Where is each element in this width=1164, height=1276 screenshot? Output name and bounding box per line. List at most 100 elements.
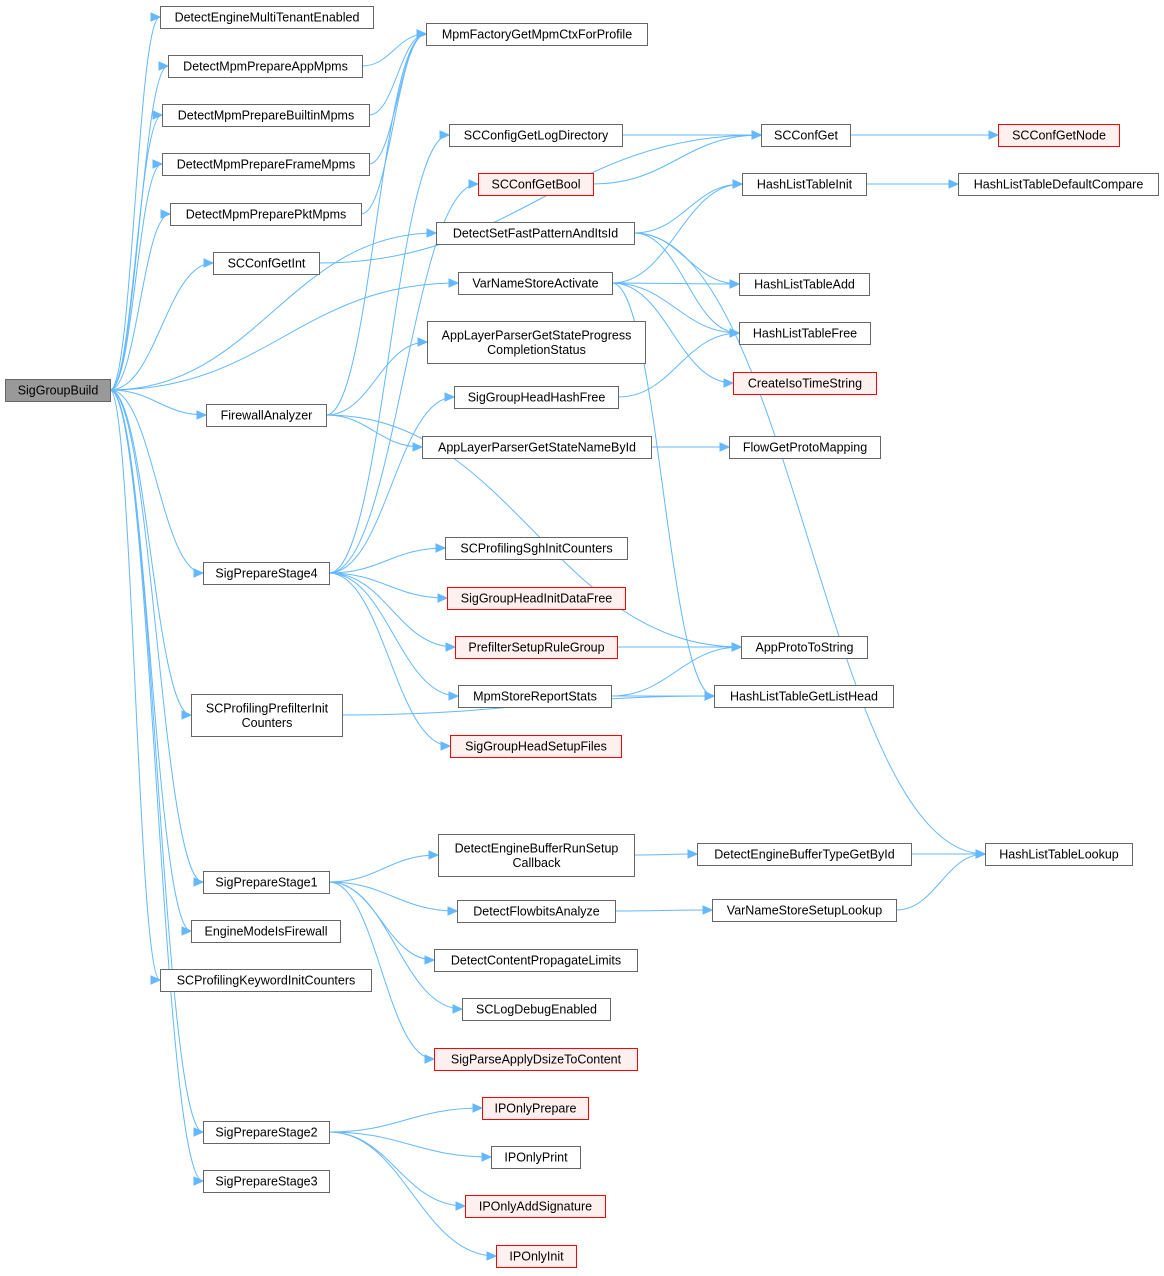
node-label: SCProfilingSghInitCounters bbox=[460, 542, 612, 556]
node-spadc[interactable]: SigParseApplyDsizeToContent bbox=[434, 1048, 638, 1071]
arrowhead-sgb-to-fwa bbox=[196, 410, 208, 420]
node-vnsa[interactable]: VarNameStoreActivate bbox=[458, 272, 613, 295]
edge-sps4-to-sghsf bbox=[328, 572, 451, 747]
node-sps1[interactable]: SigPrepareStage1 bbox=[203, 871, 330, 894]
node-demte[interactable]: DetectEngineMultiTenantEnabled bbox=[160, 6, 374, 29]
node-box bbox=[482, 1097, 589, 1120]
node-box bbox=[426, 23, 648, 46]
node-hlti[interactable]: HashListTableInit bbox=[742, 173, 867, 196]
node-label: DetectEngineBufferRunSetup bbox=[455, 841, 619, 855]
node-sps3[interactable]: SigPrepareStage3 bbox=[203, 1170, 330, 1193]
edge-sgb-to-sps4 bbox=[109, 389, 204, 574]
edge-sps2-to-iopr bbox=[328, 1131, 492, 1158]
node-box bbox=[491, 1146, 581, 1169]
node-box bbox=[203, 871, 330, 894]
node-dmpb[interactable]: DetectMpmPrepareBuiltinMpms bbox=[162, 104, 370, 127]
node-fwa[interactable]: FirewallAnalyzer bbox=[206, 404, 327, 427]
node-apts[interactable]: AppProtoToString bbox=[741, 636, 868, 659]
node-hltdc[interactable]: HashListTableDefaultCompare bbox=[958, 173, 1159, 196]
node-msrs[interactable]: MpmStoreReportStats bbox=[458, 685, 612, 708]
node-cits[interactable]: CreateIsoTimeString bbox=[733, 372, 877, 395]
edge-dsfp-to-hlti bbox=[633, 183, 743, 234]
node-label: Counters bbox=[242, 716, 293, 730]
node-hltl[interactable]: HashListTableLookup bbox=[985, 843, 1133, 866]
node-box bbox=[458, 685, 612, 708]
node-label: MpmFactoryGetMpmCtxForProfile bbox=[442, 28, 632, 42]
node-hltglh[interactable]: HashListTableGetListHead bbox=[714, 685, 894, 708]
edge-msrs-to-apts bbox=[610, 646, 742, 697]
node-box bbox=[206, 404, 327, 427]
node-emif[interactable]: EngineModeIsFirewall bbox=[191, 920, 341, 943]
node-label: CompletionStatus bbox=[487, 343, 586, 357]
edge-sgb-to-emif bbox=[109, 389, 192, 932]
node-box bbox=[454, 386, 619, 409]
node-scg[interactable]: SCConfGet bbox=[761, 124, 851, 147]
node-dfa[interactable]: DetectFlowbitsAnalyze bbox=[457, 900, 616, 923]
node-sghidf[interactable]: SigGroupHeadInitDataFree bbox=[447, 587, 626, 610]
node-dsfp[interactable]: DetectSetFastPatternAndItsId bbox=[436, 222, 635, 245]
edge-sps4-to-sghhf bbox=[328, 396, 455, 574]
node-sgb[interactable]: SigGroupBuild bbox=[5, 379, 111, 402]
edge-sps1-to-scldbg bbox=[328, 881, 463, 1010]
node-sps4[interactable]: SigPrepareStage4 bbox=[203, 562, 330, 585]
arrowhead-sps2-to-iopp bbox=[472, 1103, 484, 1113]
node-scpsic[interactable]: SCProfilingSghInitCounters bbox=[445, 537, 628, 560]
arrowhead-vnsa-to-cits bbox=[723, 378, 735, 388]
node-label: PrefilterSetupRuleGroup bbox=[468, 641, 604, 655]
call-arrowheads bbox=[150, 12, 1000, 1261]
node-scgi[interactable]: SCConfGetInt bbox=[213, 252, 320, 275]
node-sghsf[interactable]: SigGroupHeadSetupFiles bbox=[450, 735, 622, 758]
arrowhead-sgb-to-sps1 bbox=[193, 877, 205, 887]
node-dmpp[interactable]: DetectMpmPreparePktMpms bbox=[170, 203, 362, 226]
node-debtg[interactable]: DetectEngineBufferTypeGetById bbox=[697, 843, 912, 866]
node-ioas[interactable]: IPOnlyAddSignature bbox=[465, 1195, 606, 1218]
node-scpkic[interactable]: SCProfilingKeywordInitCounters bbox=[160, 969, 372, 992]
node-label: HashListTableInit bbox=[757, 178, 853, 192]
edge-sps4-to-scgb bbox=[328, 183, 479, 574]
node-vnssl[interactable]: VarNameStoreSetupLookup bbox=[712, 899, 897, 922]
node-dmpa[interactable]: DetectMpmPrepareAppMpms bbox=[168, 55, 363, 78]
edge-vnsa-to-hlti bbox=[611, 183, 743, 284]
node-ioin[interactable]: IPOnlyInit bbox=[496, 1245, 577, 1268]
node-box bbox=[739, 322, 871, 345]
arrowhead-sps4-to-psrg bbox=[445, 642, 457, 652]
node-iopp[interactable]: IPOnlyPrepare bbox=[482, 1097, 589, 1120]
node-label: IPOnlyInit bbox=[509, 1250, 564, 1264]
node-dmpf[interactable]: DetectMpmPrepareFrameMpms bbox=[162, 153, 370, 176]
arrowhead-hlti-to-hltdc bbox=[948, 179, 960, 189]
node-alpgsp[interactable]: AppLayerParserGetStateProgressCompletion… bbox=[427, 321, 646, 364]
node-label: DetectMpmPrepareBuiltinMpms bbox=[178, 109, 354, 123]
node-box bbox=[168, 55, 363, 78]
node-hltf[interactable]: HashListTableFree bbox=[739, 322, 871, 345]
node-scgb[interactable]: SCConfGetBool bbox=[478, 173, 594, 196]
node-scgld[interactable]: SCConfigGetLogDirectory bbox=[449, 124, 623, 147]
arrowhead-sgb-to-scgi bbox=[203, 258, 215, 268]
node-scldbg[interactable]: SCLogDebugEnabled bbox=[462, 998, 611, 1021]
node-scgn[interactable]: SCConfGetNode bbox=[998, 124, 1120, 147]
node-label: FlowGetProtoMapping bbox=[743, 441, 867, 455]
node-sghhf[interactable]: SigGroupHeadHashFree bbox=[454, 386, 619, 409]
node-box bbox=[191, 920, 341, 943]
node-label: SigPrepareStage2 bbox=[215, 1126, 317, 1140]
arrowhead-sps1-to-spadc bbox=[424, 1054, 436, 1064]
node-box bbox=[5, 379, 111, 402]
edge-vnsa-to-hltf bbox=[611, 282, 740, 334]
node-label: SigGroupHeadSetupFiles bbox=[465, 740, 607, 754]
node-box bbox=[742, 173, 867, 196]
node-sps2[interactable]: SigPrepareStage2 bbox=[203, 1121, 330, 1144]
node-iopr[interactable]: IPOnlyPrint bbox=[491, 1146, 581, 1169]
node-alpgsn[interactable]: AppLayerParserGetStateNameById bbox=[422, 436, 652, 459]
node-label: IPOnlyAddSignature bbox=[479, 1200, 592, 1214]
node-fgpm[interactable]: FlowGetProtoMapping bbox=[729, 436, 881, 459]
node-box bbox=[160, 969, 372, 992]
edge-sgb-to-demte bbox=[109, 16, 161, 391]
node-psrg[interactable]: PrefilterSetupRuleGroup bbox=[455, 636, 618, 659]
node-mfg[interactable]: MpmFactoryGetMpmCtxForProfile bbox=[426, 23, 648, 46]
arrowhead-sgb-to-scppic bbox=[181, 710, 193, 720]
node-box bbox=[447, 587, 626, 610]
node-hlta[interactable]: HashListTableAdd bbox=[739, 273, 870, 296]
node-dcpl[interactable]: DetectContentPropagateLimits bbox=[434, 949, 638, 972]
